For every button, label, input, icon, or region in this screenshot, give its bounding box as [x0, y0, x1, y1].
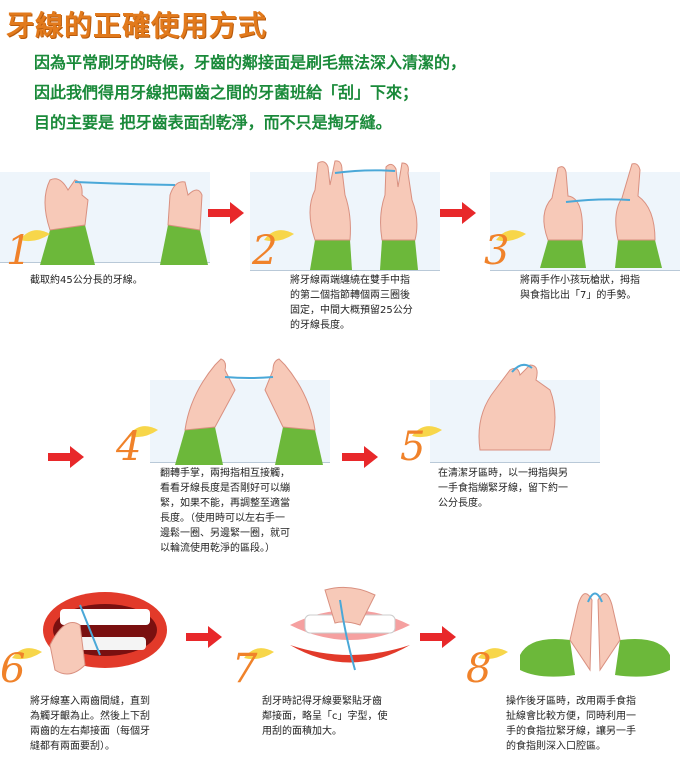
leaf-icon: [20, 230, 50, 242]
step-3-illustration: [540, 163, 662, 268]
step-number: 7: [232, 646, 258, 692]
step-number: 1: [6, 228, 32, 274]
intro-text: 因為平常刷牙的時候，牙齒的鄰接面是刷毛無法深入清潔的， 因此我們得用牙線把兩齒之…: [34, 48, 674, 138]
step-5-illustration: [478, 363, 556, 451]
leaf-icon: [128, 426, 158, 438]
arrow-right-icon: [208, 202, 244, 224]
step-number: 6: [0, 646, 26, 692]
leaf-icon: [496, 230, 526, 242]
step-caption: 將兩手作小孩玩槍狀，拇指 與食指比出「7」的手勢。: [520, 275, 640, 301]
step-caption: 將牙線塞入兩齒間縫，直到 為觸牙齦為止。然後上下刮 兩齒的左右鄰接面（每個牙 縫…: [30, 696, 150, 752]
leaf-icon: [244, 648, 274, 660]
page-title: 牙線的正確使用方式: [6, 9, 268, 42]
step-number: 2: [252, 228, 278, 274]
intro-line: 目的主要是 把牙齒表面刮乾淨，而不只是掏牙縫。: [34, 113, 392, 132]
intro-line: 因此我們得用牙線把兩齒之間的牙菌班給「刮」下來；: [34, 83, 419, 102]
step-number: 8: [466, 646, 492, 692]
step-2-illustration: [309, 160, 418, 270]
leaf-icon: [12, 648, 42, 660]
step-caption: 操作後牙區時，改用兩手食指 扯線會比較方便，同時利用一 手的食指拉緊牙線，讓另一…: [506, 696, 636, 752]
step-number: 3: [484, 228, 510, 274]
step-8-illustration: [520, 592, 670, 677]
step-6-illustration: [43, 592, 167, 675]
step-caption: 在清潔牙區時，以一拇指與另 一手食指繃緊牙線，留下約一 公分長度。: [438, 468, 568, 509]
intro-line: 因為平常刷牙的時候，牙齒的鄰接面是刷毛無法深入清潔的，: [34, 53, 467, 72]
arrow-right-icon: [186, 626, 222, 648]
step-4-illustration: [175, 358, 323, 465]
arrow-right-icon: [342, 446, 378, 468]
step-number: 5: [400, 424, 426, 470]
step-number: 4: [116, 424, 142, 470]
step-caption: 將牙線兩端纏繞在雙手中指 的第二個指節轉個兩三圈後 固定，中間大概預留25公分 …: [290, 275, 413, 331]
step-7-illustration: [290, 586, 410, 671]
step-caption: 翻轉手掌，兩拇指相互接觸， 看看牙線長度是否剛好可以繃 緊，如果不能，再調整至適…: [160, 468, 290, 554]
arrow-right-icon: [440, 202, 476, 224]
step-caption: 截取約45公分長的牙線。: [30, 275, 143, 286]
leaf-icon: [412, 426, 442, 438]
leaf-icon: [478, 648, 508, 660]
step-1-illustration: [40, 178, 208, 265]
arrow-right-icon: [420, 626, 456, 648]
arrow-right-icon: [48, 446, 84, 468]
leaf-icon: [264, 230, 294, 242]
step-caption: 刮牙時記得牙線要緊貼牙齒 鄰接面，略呈「c」字型，使 用刮的面積加大。: [262, 696, 388, 737]
